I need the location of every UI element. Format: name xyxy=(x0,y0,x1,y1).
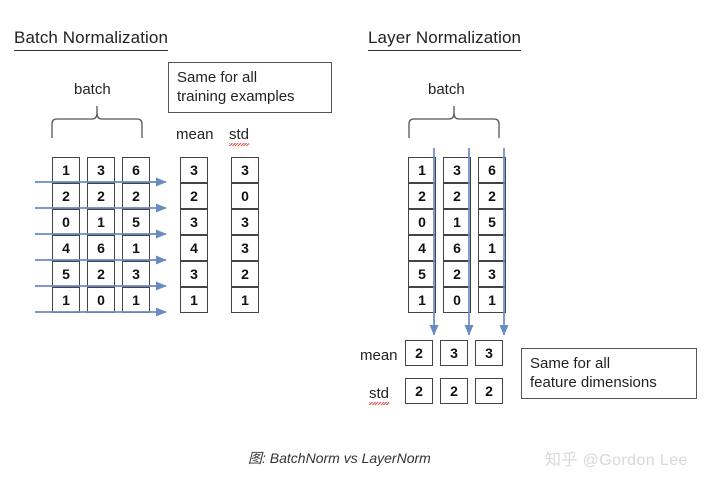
bn-matrix-cell-r4-c2: 3 xyxy=(122,261,150,287)
ln-matrix-cell-r2-c0: 0 xyxy=(408,209,436,235)
bn-matrix-cell-r2-c0: 0 xyxy=(52,209,80,235)
layer-norm-mean-label: mean xyxy=(360,347,398,364)
ln-matrix-cell-r3-c0: 4 xyxy=(408,235,436,261)
bn-mean-cell-5: 1 xyxy=(180,287,208,313)
bn-std-cell-5: 1 xyxy=(231,287,259,313)
layer-norm-note-line1: Same for all xyxy=(530,355,611,372)
ln-std-cell-0: 2 xyxy=(405,378,433,404)
batch-norm-title: Batch Normalization xyxy=(14,28,169,51)
bn-mean-cell-3: 4 xyxy=(180,235,208,261)
batch-norm-note-line2: training examples xyxy=(177,88,295,106)
watermark: 知乎 @Gordon Lee xyxy=(545,452,688,469)
bn-std-cell-3: 3 xyxy=(231,235,259,261)
bn-matrix-cell-r5-c0: 1 xyxy=(52,287,80,313)
bn-matrix-cell-r4-c0: 5 xyxy=(52,261,80,287)
batch-norm-std-label: std xyxy=(229,126,250,146)
layer-norm-std-text: std xyxy=(369,385,390,405)
ln-matrix-cell-r5-c1: 0 xyxy=(443,287,471,313)
bn-matrix-cell-r0-c0: 1 xyxy=(52,157,80,183)
figure-caption: 图: BatchNorm vs LayerNorm xyxy=(248,450,431,466)
ln-matrix-cell-r4-c2: 3 xyxy=(478,261,506,287)
layer-norm-title: Layer Normalization xyxy=(368,28,522,51)
ln-mean-cell-2: 3 xyxy=(475,340,503,366)
batch-norm-std-text: std xyxy=(229,126,250,146)
bn-std-cell-2: 3 xyxy=(231,209,259,235)
ln-matrix-cell-r2-c1: 1 xyxy=(443,209,471,235)
bn-std-cell-1: 0 xyxy=(231,183,259,209)
ln-matrix-cell-r0-c1: 3 xyxy=(443,157,471,183)
layer-norm-note-line2: feature dimensions xyxy=(530,374,657,392)
ln-matrix-cell-r3-c1: 6 xyxy=(443,235,471,261)
bn-mean-cell-2: 3 xyxy=(180,209,208,235)
ln-std-cell-1: 2 xyxy=(440,378,468,404)
ln-std-cell-2: 2 xyxy=(475,378,503,404)
batch-norm-mean-label: mean xyxy=(176,126,214,143)
ln-matrix-cell-r5-c0: 1 xyxy=(408,287,436,313)
layer-norm-std-label: std xyxy=(369,385,390,405)
ln-mean-cell-1: 3 xyxy=(440,340,468,366)
bn-matrix-cell-r1-c1: 2 xyxy=(87,183,115,209)
bn-std-cell-4: 2 xyxy=(231,261,259,287)
ln-matrix-cell-r4-c0: 5 xyxy=(408,261,436,287)
batch-norm-note-box: Same for all training examples xyxy=(168,62,332,114)
bn-std-cell-0: 3 xyxy=(231,157,259,183)
batch-norm-batch-label: batch xyxy=(74,81,111,98)
ln-matrix-cell-r4-c1: 2 xyxy=(443,261,471,287)
bn-matrix-cell-r1-c2: 2 xyxy=(122,183,150,209)
bn-matrix-cell-r1-c0: 2 xyxy=(52,183,80,209)
ln-matrix-cell-r3-c2: 1 xyxy=(478,235,506,261)
ln-matrix-cell-r5-c2: 1 xyxy=(478,287,506,313)
bn-matrix-cell-r2-c1: 1 xyxy=(87,209,115,235)
bn-matrix-cell-r4-c1: 2 xyxy=(87,261,115,287)
layer-norm-brace xyxy=(408,106,500,138)
batch-norm-brace xyxy=(51,106,143,138)
bn-matrix-cell-r3-c1: 6 xyxy=(87,235,115,261)
bn-mean-cell-0: 3 xyxy=(180,157,208,183)
bn-matrix-cell-r3-c2: 1 xyxy=(122,235,150,261)
batch-norm-note-line1: Same for all xyxy=(177,69,258,86)
bn-matrix-cell-r2-c2: 5 xyxy=(122,209,150,235)
ln-matrix-cell-r1-c2: 2 xyxy=(478,183,506,209)
bn-matrix-cell-r0-c2: 6 xyxy=(122,157,150,183)
ln-matrix-cell-r0-c0: 1 xyxy=(408,157,436,183)
bn-matrix-cell-r5-c1: 0 xyxy=(87,287,115,313)
ln-matrix-cell-r2-c2: 5 xyxy=(478,209,506,235)
layer-norm-batch-label: batch xyxy=(428,81,465,98)
bn-matrix-cell-r3-c0: 4 xyxy=(52,235,80,261)
bn-matrix-cell-r0-c1: 3 xyxy=(87,157,115,183)
layer-norm-note-box: Same for all feature dimensions xyxy=(521,348,697,400)
ln-matrix-cell-r1-c1: 2 xyxy=(443,183,471,209)
ln-matrix-cell-r0-c2: 6 xyxy=(478,157,506,183)
bn-mean-cell-4: 3 xyxy=(180,261,208,287)
bn-matrix-cell-r5-c2: 1 xyxy=(122,287,150,313)
ln-mean-cell-0: 2 xyxy=(405,340,433,366)
ln-matrix-cell-r1-c0: 2 xyxy=(408,183,436,209)
bn-mean-cell-1: 2 xyxy=(180,183,208,209)
